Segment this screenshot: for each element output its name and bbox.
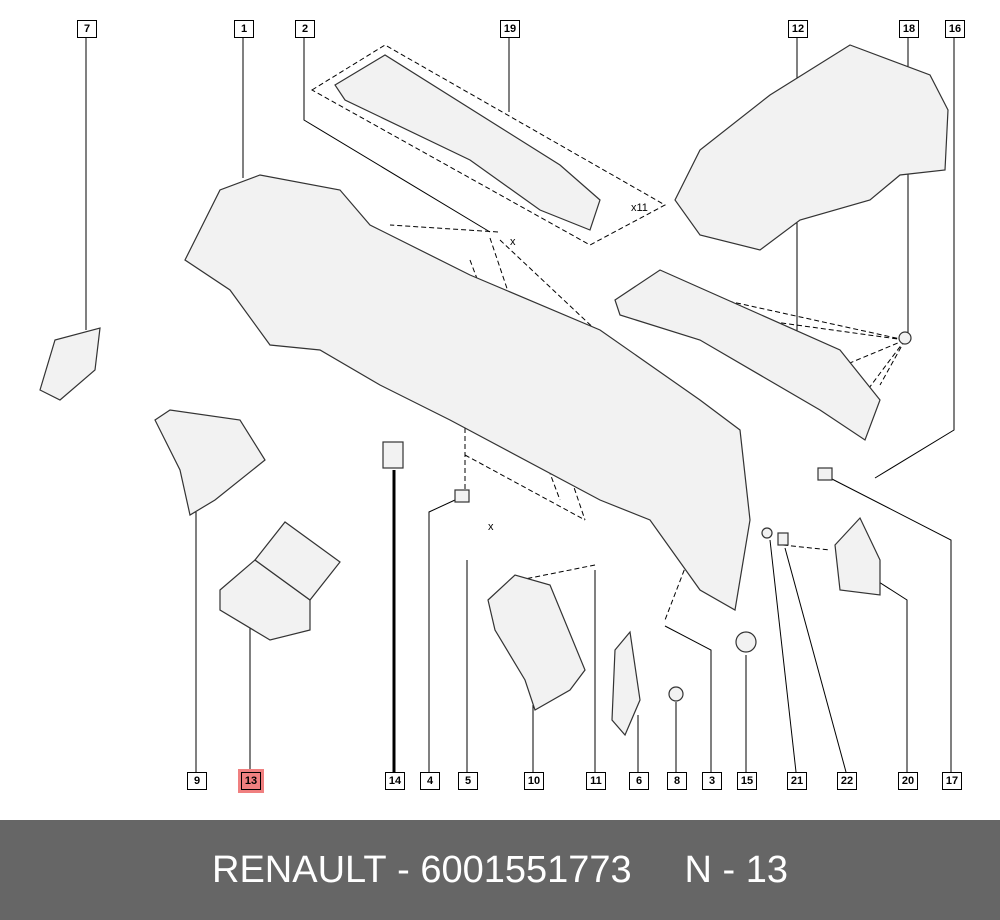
callout-21[interactable]: 21	[787, 772, 807, 790]
vehicle-illustration	[674, 44, 949, 251]
cover-part-20	[834, 516, 881, 596]
clip-part-8	[668, 686, 684, 702]
bumper-part-1	[184, 174, 751, 611]
callout-22[interactable]: 22	[837, 772, 857, 790]
callout-20[interactable]: 20	[898, 772, 918, 790]
diffuser-part-19	[334, 54, 601, 231]
nut-part-18	[898, 331, 912, 345]
bracket-part-7	[39, 327, 101, 401]
quantity-screw-mid: x	[488, 521, 494, 533]
callout-9[interactable]: 9	[187, 772, 207, 790]
callout-12[interactable]: 12	[788, 20, 808, 38]
callout-1[interactable]: 1	[234, 20, 254, 38]
quantity-screw-top: x	[510, 236, 516, 248]
callout-17[interactable]: 17	[942, 772, 962, 790]
bracket-part-9	[154, 409, 266, 516]
nut-part-15	[735, 631, 757, 653]
separator: -	[386, 848, 421, 891]
callout-18[interactable]: 18	[899, 20, 919, 38]
callout-16[interactable]: 16	[945, 20, 965, 38]
callout-3[interactable]: 3	[702, 772, 722, 790]
callout-6[interactable]: 6	[629, 772, 649, 790]
callout-14[interactable]: 14	[385, 772, 405, 790]
callout-8[interactable]: 8	[667, 772, 687, 790]
gap	[632, 849, 685, 892]
part-shapes	[39, 44, 949, 737]
pad-part-14	[382, 441, 404, 469]
reference-number: N - 13	[684, 848, 788, 891]
callout-5[interactable]: 5	[458, 772, 478, 790]
bracket-part-6	[611, 630, 641, 737]
clip-part-4	[454, 489, 470, 503]
clip-part-22	[777, 532, 789, 546]
quantity-clip-top: x11	[631, 202, 648, 214]
callout-10[interactable]: 10	[524, 772, 544, 790]
brand-name: RENAULT	[212, 848, 387, 891]
parts-diagram	[39, 36, 955, 773]
callout-7[interactable]: 7	[77, 20, 97, 38]
callout-15[interactable]: 15	[737, 772, 757, 790]
callout-11[interactable]: 11	[586, 772, 606, 790]
footer-banner: RENAULT - 6001551773 N - 13	[0, 820, 1000, 920]
bracket-part-10	[487, 574, 586, 711]
diffuser-part-12	[614, 269, 881, 441]
part-number: 6001551773	[420, 848, 632, 891]
clip-part-17	[817, 467, 833, 481]
callout-2[interactable]: 2	[295, 20, 315, 38]
callout-4[interactable]: 4	[420, 772, 440, 790]
callout-19[interactable]: 19	[500, 20, 520, 38]
clip-part-21	[761, 527, 773, 539]
callout-13-highlighted[interactable]: 13	[238, 769, 264, 793]
kit-box-lid	[254, 521, 341, 601]
